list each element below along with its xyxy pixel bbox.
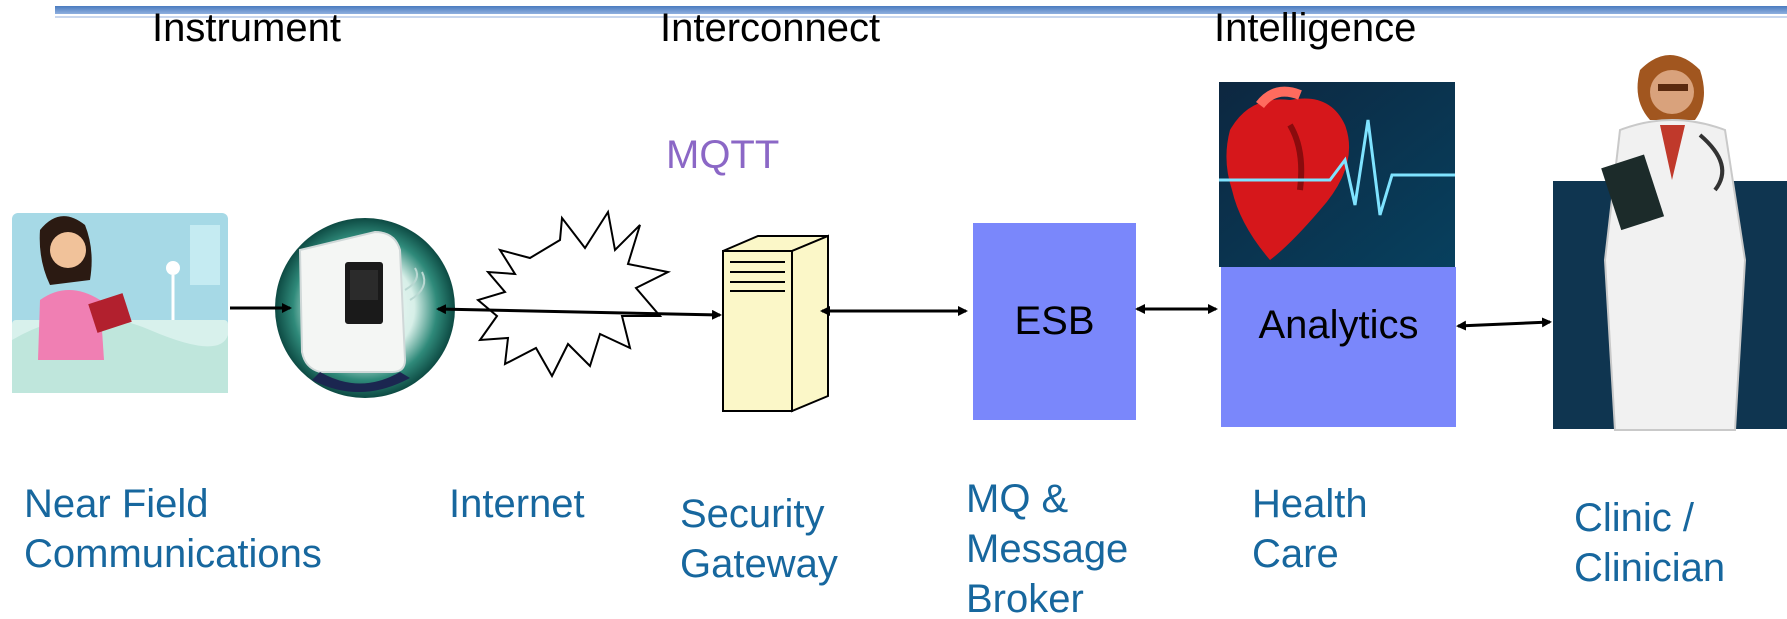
esb-label: ESB xyxy=(1014,299,1095,343)
heart-ecg-image xyxy=(1219,82,1455,267)
label-line: Clinician xyxy=(1574,546,1726,590)
label-line: Broker xyxy=(966,577,1084,619)
header-instrument: Instrument xyxy=(152,6,341,50)
mqtt-label: MQTT xyxy=(666,133,780,177)
esb-box: ESB xyxy=(973,223,1136,420)
label-line: Message xyxy=(966,527,1129,571)
header-intelligence: Intelligence xyxy=(1214,6,1417,50)
label-line: Communications xyxy=(24,532,322,576)
analytics-box: Analytics xyxy=(1221,267,1456,427)
patient-reading-image xyxy=(12,213,228,393)
monitor-device-image xyxy=(275,218,455,398)
label-line: Security xyxy=(680,492,825,536)
title-bar-underline xyxy=(55,16,1787,18)
arrow-device-to-gateway xyxy=(436,304,722,320)
analytics-box-shape xyxy=(1221,267,1456,427)
label-line: MQ & xyxy=(966,477,1069,521)
label-line: Internet xyxy=(449,482,585,526)
label-line: Clinic / xyxy=(1574,496,1695,540)
label-internet: Internet xyxy=(449,479,585,529)
label-line: Health xyxy=(1252,482,1368,526)
clinician-image xyxy=(1553,55,1787,431)
label-health-care: Health Care xyxy=(1252,479,1368,579)
title-bar xyxy=(55,6,1787,14)
analytics-label: Analytics xyxy=(1258,303,1419,347)
label-line: Near Field xyxy=(24,482,209,526)
arrow-analytics-to-clinician xyxy=(1456,317,1552,331)
label-security-gateway: Security Gateway xyxy=(680,489,838,589)
label-line: Gateway xyxy=(680,542,838,586)
label-mq-message-broker: MQ & Message Broker xyxy=(966,474,1128,619)
internet-cloud-shape xyxy=(475,209,672,379)
header-interconnect: Interconnect xyxy=(660,6,881,50)
label-near-field-communications: Near Field Communications xyxy=(24,479,322,579)
label-line: Care xyxy=(1252,532,1339,576)
esb-box-shape xyxy=(973,223,1136,420)
label-clinic-clinician: Clinic / Clinician xyxy=(1574,493,1725,593)
security-gateway-server xyxy=(722,234,829,413)
